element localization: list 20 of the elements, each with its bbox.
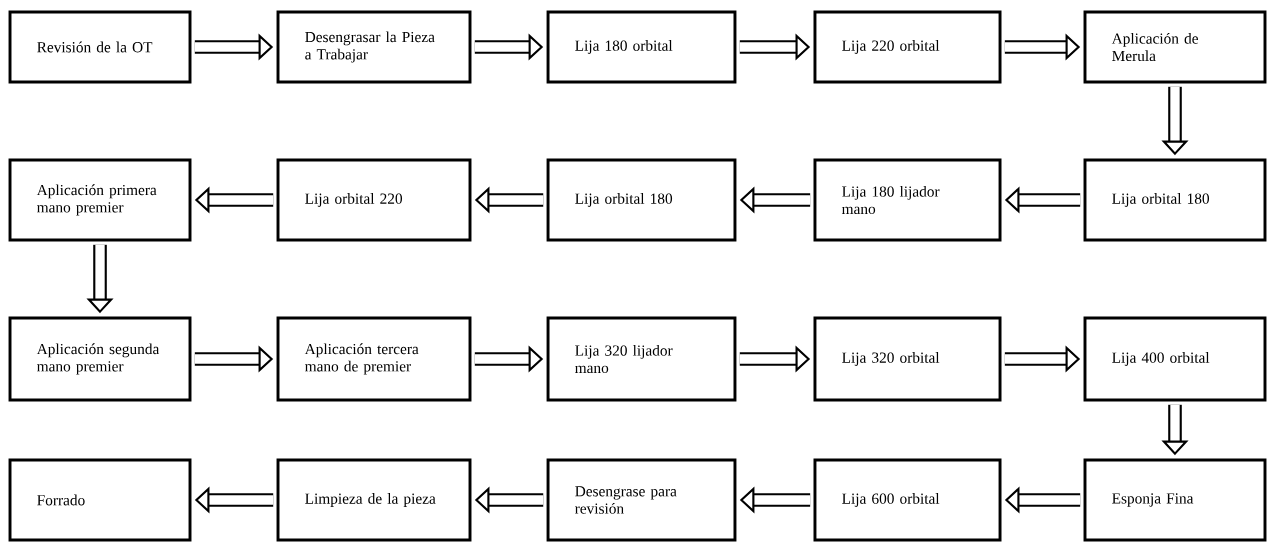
process-box: Lija orbital 180 <box>1083 158 1267 242</box>
process-box: Aplicación segunda mano premier <box>8 316 192 402</box>
process-box: Lija 220 orbital <box>813 10 1002 84</box>
process-box: Lija 600 orbital <box>813 458 1002 542</box>
process-box: Lija 320 orbital <box>813 316 1002 402</box>
process-box: Desengrase para revisión <box>546 458 737 542</box>
process-box: Lija 180 lijador mano <box>813 158 1002 242</box>
process-box: Aplicación tercera mano de premier <box>276 316 472 402</box>
process-box: Lija 180 orbital <box>546 10 737 84</box>
process-box: Lija 320 lijador mano <box>546 316 737 402</box>
process-box: Aplicación primera mano premier <box>8 158 192 242</box>
process-box: Aplicación de Merula <box>1083 10 1267 84</box>
process-box: Lija orbital 180 <box>546 158 737 242</box>
process-box: Limpieza de la pieza <box>276 458 472 542</box>
process-box: Lija 400 orbital <box>1083 316 1267 402</box>
process-box: Revisión de la OT <box>8 10 192 84</box>
process-box: Lija orbital 220 <box>276 158 472 242</box>
process-box: Esponja Fina <box>1083 458 1267 542</box>
process-box: Desengrasar la Pieza a Trabajar <box>276 10 472 84</box>
process-box: Forrado <box>8 458 192 542</box>
